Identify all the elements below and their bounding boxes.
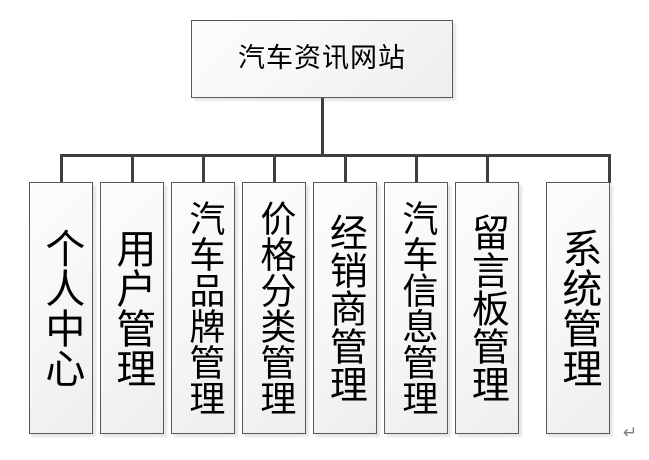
child-node-label: 价格分类管理: [254, 200, 296, 416]
connector-root-stem: [321, 98, 324, 156]
root-node[interactable]: 汽车资讯网站: [191, 20, 453, 98]
child-node-label: 汽车信息管理: [396, 200, 438, 416]
connector-drop-1: [60, 154, 63, 183]
child-node-label: 个人中心: [38, 228, 85, 388]
child-node-car-brand-management[interactable]: 汽车品牌管理: [171, 182, 235, 434]
root-node-label: 汽车资讯网站: [238, 43, 406, 75]
connector-drop-7: [486, 154, 489, 183]
child-node-message-board-management[interactable]: 留言板管理: [455, 182, 519, 434]
child-node-car-information-management[interactable]: 汽车信息管理: [384, 182, 448, 434]
child-node-label: 留言板管理: [465, 213, 510, 403]
connector-horizontal-bus: [60, 154, 611, 157]
connector-drop-5: [344, 154, 347, 183]
connector-drop-2: [131, 154, 134, 183]
connector-drop-3: [202, 154, 205, 183]
child-node-label: 汽车品牌管理: [183, 200, 225, 416]
child-node-personal-center[interactable]: 个人中心: [29, 182, 93, 434]
connector-drop-6: [415, 154, 418, 183]
child-node-user-management[interactable]: 用户管理: [100, 182, 164, 434]
child-node-price-category-management[interactable]: 价格分类管理: [242, 182, 306, 434]
connector-drop-8: [608, 154, 611, 183]
child-node-label: 经销商管理: [323, 213, 368, 403]
connector-drop-4: [273, 154, 276, 183]
paragraph-mark-icon: ↵: [623, 423, 638, 443]
child-node-dealer-management[interactable]: 经销商管理: [313, 182, 377, 434]
child-node-label: 用户管理: [109, 228, 156, 388]
child-node-system-management[interactable]: 系统管理: [546, 182, 610, 434]
child-node-label: 系统管理: [555, 228, 602, 388]
